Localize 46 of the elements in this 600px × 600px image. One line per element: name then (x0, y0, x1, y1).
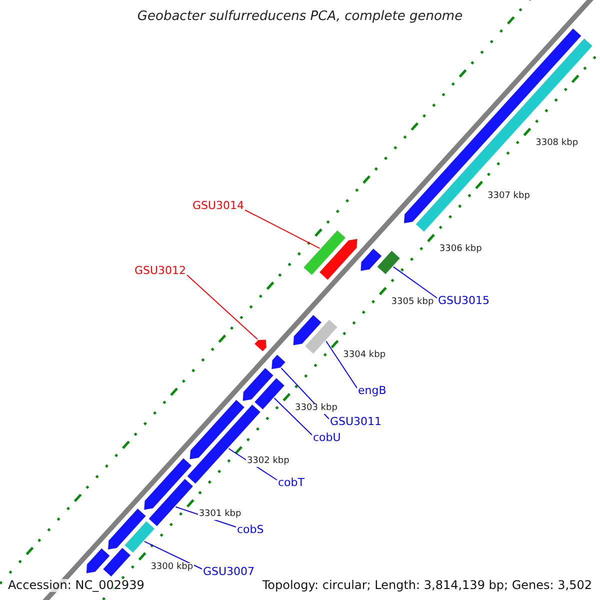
info-text: Topology: circular; Length: 3,814,139 bp; Genes: 3,502 (262, 578, 592, 592)
gene-label: GSU3015 (438, 295, 490, 308)
gene-bar (304, 230, 346, 275)
gene-bar (404, 28, 582, 224)
gene-label: GSU3014 (192, 200, 244, 212)
gene-bar (320, 238, 358, 280)
gene-bar (293, 315, 322, 346)
gene-label: GSU3007 (203, 566, 255, 578)
gene-bar (272, 354, 286, 370)
gene-bar (108, 508, 146, 550)
gene-bar (254, 378, 284, 410)
leader-line (392, 266, 438, 298)
gene-bar (124, 521, 154, 553)
gene-bar (103, 548, 130, 576)
gene-bar (305, 320, 338, 354)
title: Geobacter sulfurreducens PCA, complete genome (136, 10, 464, 24)
gene-bar (144, 458, 192, 510)
gene-label: GSU3012 (134, 264, 186, 277)
gene-bar (360, 248, 382, 271)
scale-label: 3300 kbp (150, 563, 194, 573)
gene-label: cobT (278, 477, 304, 490)
scale-label: 3308 kbp (534, 138, 580, 148)
leader-line (244, 210, 320, 249)
gene-bar (148, 478, 193, 526)
leader-line (326, 340, 358, 388)
scale-label: 3306 kbp (438, 244, 483, 255)
gene-label: GSU3011 (330, 416, 382, 428)
scale-label: 3303 kbp (294, 404, 338, 414)
leader-line (274, 398, 312, 436)
scale-label: 3304 kbp (342, 350, 387, 361)
leader-line (144, 540, 202, 570)
scale-label: 3307 kbp (486, 192, 531, 202)
gene-label: cobU (313, 432, 341, 444)
info-text: Accession: NC_002939 (8, 578, 144, 592)
gene-bar (190, 400, 244, 460)
scale-label: 3305 kbp (390, 298, 435, 308)
gene-label: engB (358, 385, 386, 398)
gene-label: cobS (237, 524, 264, 536)
gene-bar (377, 250, 400, 274)
gene-bar (242, 368, 274, 401)
leader-line (186, 274, 258, 340)
gene-bar (254, 340, 266, 352)
scale-label: 3302 kbp (246, 456, 290, 467)
scale-label: 3301 kbp (198, 510, 242, 520)
gene-bar (416, 38, 592, 232)
gene-bar (86, 548, 110, 574)
